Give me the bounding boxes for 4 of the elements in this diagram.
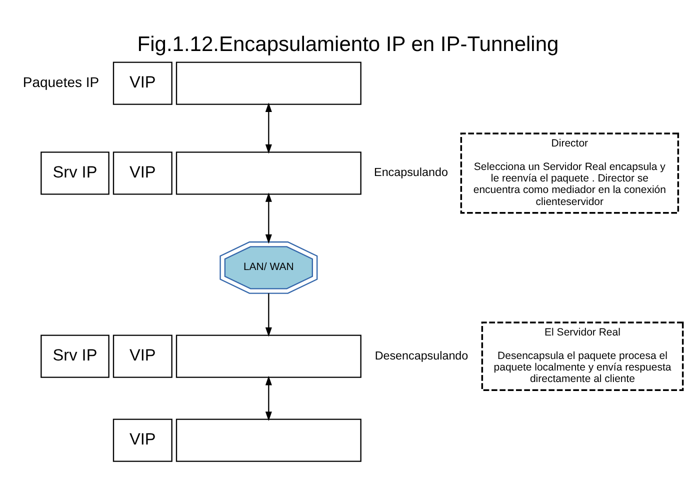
label: Encapsulando [374, 166, 448, 180]
label: Desencapsulando [374, 349, 468, 362]
diagram-title: Fig.1.12.Encapsulamiento IP en IP-Tunneling [137, 33, 559, 56]
label: Paquetes IP [22, 74, 100, 90]
